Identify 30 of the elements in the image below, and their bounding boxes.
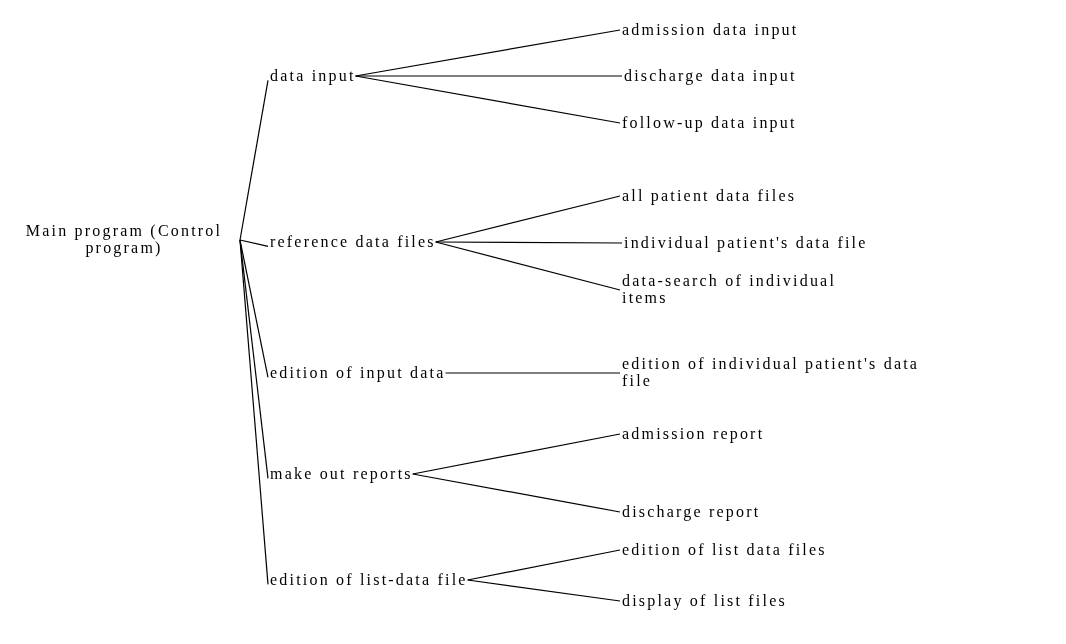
node-label: edition of list-data file (270, 571, 468, 589)
node-label: all patient data files (622, 187, 797, 205)
node-label: discharge report (622, 503, 761, 521)
connector-line (412, 473, 621, 513)
node-label: admission report (622, 425, 765, 443)
node-label: make out reports (270, 465, 413, 483)
connector-line (239, 239, 269, 585)
connector-line (467, 549, 621, 581)
node-label: data input (270, 67, 356, 85)
node-label: edition of input data (270, 364, 446, 382)
connector-line (354, 75, 623, 77)
node-label: edition of individual patient's data file (622, 356, 942, 390)
node-label: display of list files (622, 592, 787, 610)
node-label: discharge data input (624, 67, 797, 85)
connector-line (412, 433, 621, 475)
connector-line (354, 75, 621, 124)
connector-line (239, 79, 269, 241)
node-label: admission data input (622, 21, 799, 39)
connector-line (239, 239, 269, 247)
node-label: reference data files (270, 233, 436, 251)
connector-line (435, 241, 621, 291)
node-label: data-search of individual items (622, 273, 882, 307)
node-label: individual patient's data file (624, 234, 868, 252)
node-label: Main program (Control program) (8, 223, 240, 257)
node-label: edition of list data files (622, 541, 827, 559)
connector-line (354, 29, 621, 77)
node-label: follow-up data input (622, 114, 797, 132)
connector-line (467, 579, 621, 602)
connector-line (444, 372, 621, 374)
connector-line (435, 241, 623, 244)
